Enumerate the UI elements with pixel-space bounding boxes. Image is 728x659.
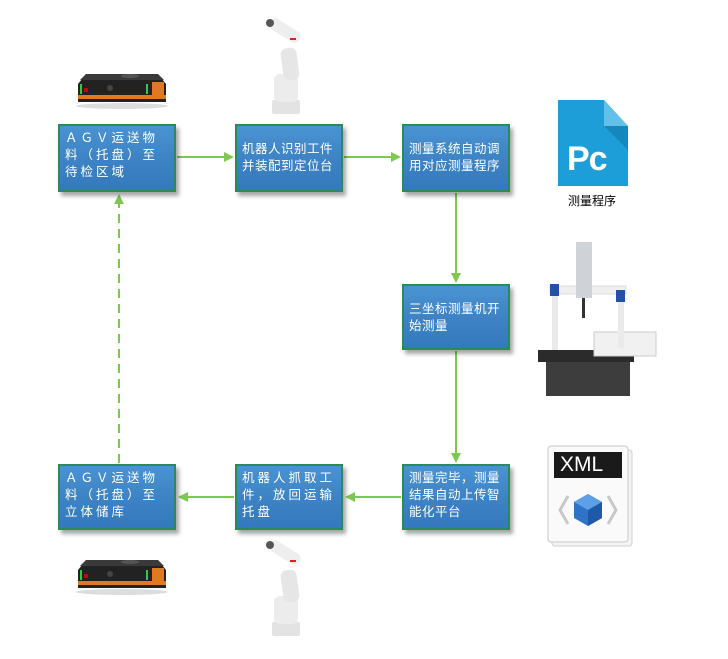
xml-file-icon: XML — [546, 444, 634, 548]
industrial-robot-arm-image-bottom — [266, 540, 301, 636]
agv-robot-image-top — [76, 74, 168, 109]
step-cmm-start: 三坐标测量机开始测量 — [402, 284, 510, 350]
coordinate-measuring-machine-image — [538, 242, 657, 396]
measurement-program-file-icon: Pc — [558, 100, 628, 186]
xml-badge-text: XML — [560, 453, 604, 476]
industrial-robot-arm-image-top — [266, 18, 301, 114]
measurement-program-caption: 测量程序 — [568, 194, 617, 208]
step-auto-call-program: 测量系统自动调用对应测量程序 — [402, 124, 510, 192]
step-robot-return: 机器人抓取工件，放回运输托盘 — [235, 464, 343, 530]
step-agv-to-inspection: ＡＧＶ运送物料（托盘）至待检区域 — [58, 124, 176, 192]
step-agv-to-storage: ＡＧＶ运送物料（托盘）至立体储库 — [58, 464, 176, 530]
agv-robot-image-bottom — [76, 560, 168, 595]
step-robot-identify: 机器人识别工件并装配到定位台 — [235, 124, 343, 192]
pc-badge-text: Pc — [567, 140, 608, 178]
step-upload-results: 测量完毕，测量结果自动上传智能化平台 — [402, 464, 510, 530]
